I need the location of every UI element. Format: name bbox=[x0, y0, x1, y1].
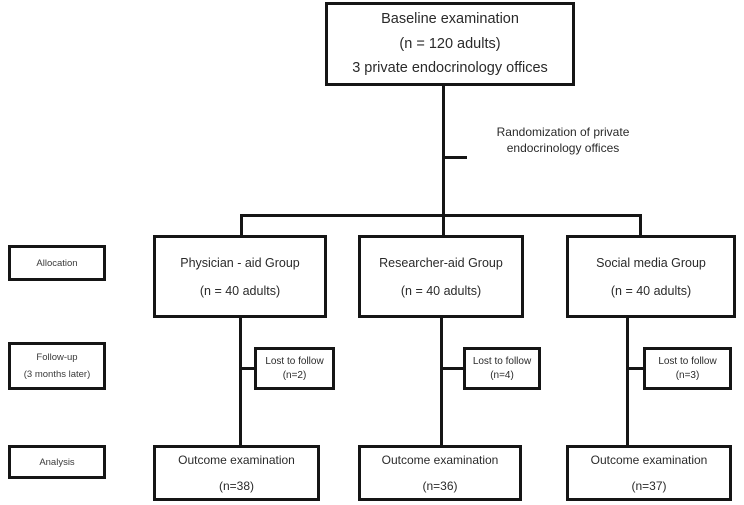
outcome-0-line-1: Outcome examination bbox=[178, 453, 295, 467]
connector-stem-group-0 bbox=[239, 316, 242, 447]
lost-2-line-2: (n=3) bbox=[675, 370, 700, 381]
outcome-2-line-1: Outcome examination bbox=[590, 453, 708, 467]
outcome-box-group-0: Outcome examination (n=38) bbox=[153, 445, 320, 501]
lost-to-follow-box-group-2: Lost to follow (n=3) bbox=[643, 347, 732, 390]
connector-stem-group-2 bbox=[626, 316, 629, 447]
randomization-annotation: Randomization of private endocrinology o… bbox=[473, 124, 653, 156]
lost-to-follow-box-group-0: Lost to follow (n=2) bbox=[254, 347, 335, 390]
allocation-0-line-2: (n = 40 adults) bbox=[199, 283, 281, 298]
stage-analysis-line-1: Analysis bbox=[39, 456, 75, 468]
baseline-line-3: 3 private endocrinology offices bbox=[352, 60, 548, 77]
outcome-0-line-2: (n=38) bbox=[218, 479, 255, 493]
outcome-1-line-2: (n=36) bbox=[422, 479, 458, 493]
baseline-examination-box: Baseline examination (n = 120 adults) 3 … bbox=[325, 2, 575, 86]
stage-label-allocation: Allocation bbox=[8, 245, 106, 281]
outcome-box-group-1: Outcome examination (n=36) bbox=[358, 445, 522, 501]
allocation-box-physician-aid: Physician - aid Group (n = 40 adults) bbox=[153, 235, 327, 318]
outcome-1-line-1: Outcome examination bbox=[381, 453, 499, 467]
lost-0-line-2: (n=2) bbox=[282, 370, 307, 381]
allocation-0-line-1: Physician - aid Group bbox=[180, 255, 300, 270]
lost-0-line-1: Lost to follow bbox=[265, 356, 324, 367]
connector-branch-lost-2 bbox=[626, 367, 646, 370]
allocation-2-line-1: Social media Group bbox=[596, 255, 706, 270]
allocation-1-line-2: (n = 40 adults) bbox=[400, 283, 482, 298]
randomization-line-1: Randomization of private bbox=[496, 125, 630, 139]
allocation-1-line-1: Researcher-aid Group bbox=[379, 255, 503, 270]
outcome-2-line-2: (n=37) bbox=[631, 479, 667, 493]
connector-drop-group-0 bbox=[240, 214, 243, 237]
connector-drop-group-2 bbox=[639, 214, 642, 237]
stage-label-followup: Follow-up (3 months later) bbox=[8, 342, 106, 390]
baseline-line-1: Baseline examination bbox=[381, 11, 519, 28]
connector-randomization-tick bbox=[445, 156, 467, 159]
connector-stem-group-1 bbox=[440, 316, 443, 447]
stage-followup-line-2: (3 months later) bbox=[23, 369, 91, 380]
stage-followup-line-1: Follow-up bbox=[36, 352, 78, 363]
randomization-line-2: endocrinology offices bbox=[506, 141, 620, 156]
lost-1-line-1: Lost to follow bbox=[472, 356, 532, 367]
stage-allocation-line-1: Allocation bbox=[36, 257, 78, 269]
stage-label-analysis: Analysis bbox=[8, 445, 106, 479]
connector-distribution-bar bbox=[240, 214, 642, 217]
allocation-box-social-media: Social media Group (n = 40 adults) bbox=[566, 235, 736, 318]
connector-drop-group-1 bbox=[442, 214, 445, 237]
baseline-line-2: (n = 120 adults) bbox=[399, 35, 501, 52]
connector-branch-lost-0 bbox=[239, 367, 257, 370]
outcome-box-group-2: Outcome examination (n=37) bbox=[566, 445, 732, 501]
lost-1-line-2: (n=4) bbox=[490, 370, 514, 381]
lost-to-follow-box-group-1: Lost to follow (n=4) bbox=[463, 347, 541, 390]
allocation-box-researcher-aid: Researcher-aid Group (n = 40 adults) bbox=[358, 235, 524, 318]
connector-branch-lost-1 bbox=[440, 367, 466, 370]
allocation-2-line-2: (n = 40 adults) bbox=[610, 283, 692, 298]
lost-2-line-1: Lost to follow bbox=[658, 356, 717, 367]
connector-baseline-trunk bbox=[442, 86, 445, 217]
